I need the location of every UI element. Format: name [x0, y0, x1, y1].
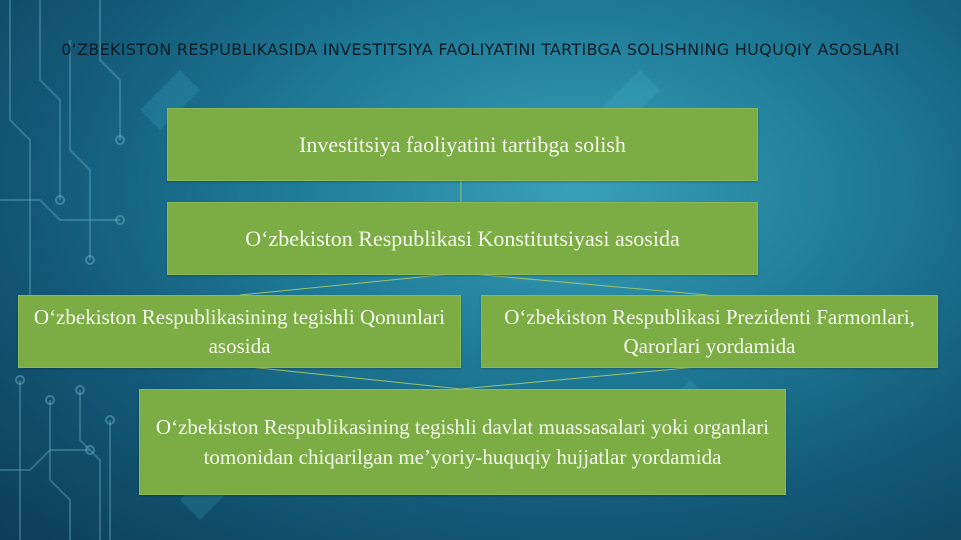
node-investment-regulation: Investitsiya faoliyatini tartibga solish	[167, 108, 758, 181]
node-laws: O‘zbekiston Respublikasining tegishli Qo…	[18, 295, 461, 368]
edge-n4-n5	[460, 365, 709, 390]
node-presidential-decrees: O‘zbekiston Respublikasi Prezidenti Farm…	[481, 295, 938, 368]
edge-n2-n3	[239, 272, 462, 296]
node-label: O‘zbekiston Respublikasining tegishli Qo…	[33, 304, 446, 358]
node-regulatory-documents: O‘zbekiston Respublikasining tegishli da…	[139, 389, 786, 495]
node-constitution: O‘zbekiston Respublikasi Konstitutsiyasi…	[167, 202, 758, 275]
page-title: 0‘ZBEKISTON RESPUBLIKASIDA INVESTITSIYA …	[61, 40, 900, 59]
node-label: O‘zbekiston Respublikasining tegishli da…	[155, 415, 770, 469]
node-label: O‘zbekiston Respublikasi Konstitutsiyasi…	[245, 225, 680, 251]
node-label: Investitsiya faoliyatini tartibga solish	[299, 131, 626, 157]
edge-n3-n5	[239, 365, 462, 390]
node-label: O‘zbekiston Respublikasi Prezidenti Farm…	[504, 304, 915, 358]
edge-n2-n4	[460, 272, 709, 296]
